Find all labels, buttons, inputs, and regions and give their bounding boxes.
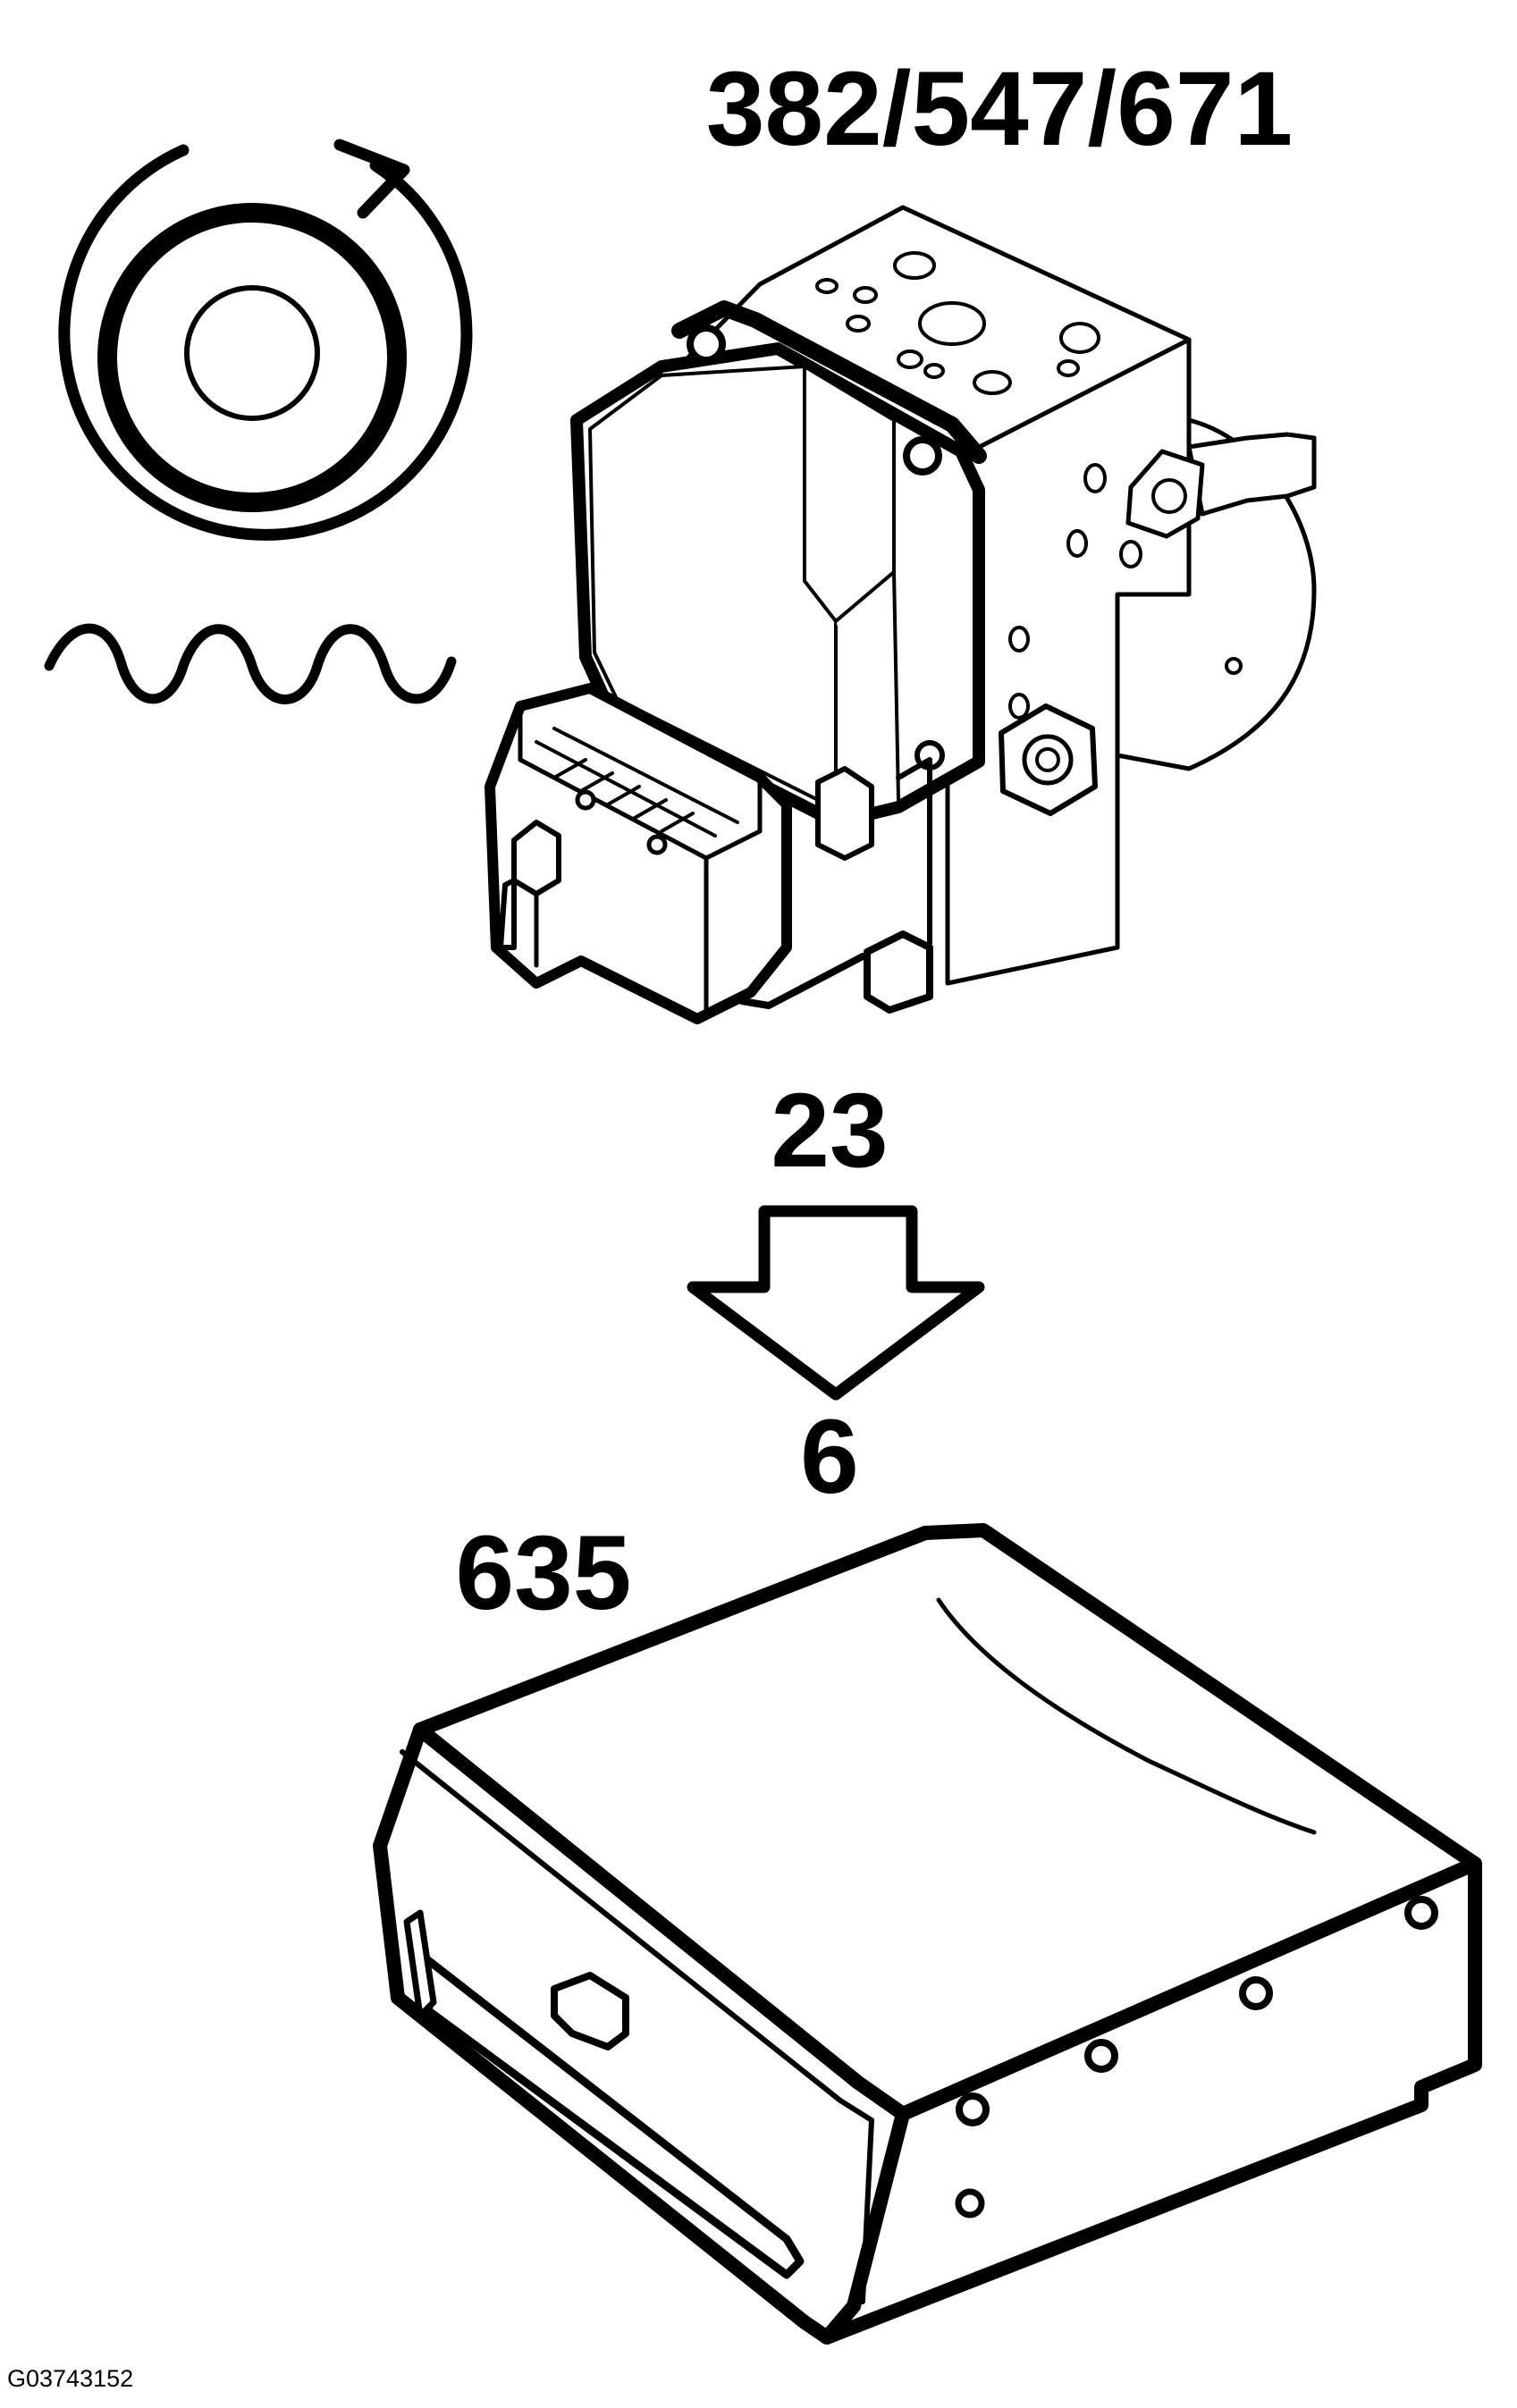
arrow-top-number: 23 — [771, 1072, 888, 1190]
down-arrow-icon — [687, 1205, 985, 1401]
module-number-label: 635 — [456, 1514, 632, 1632]
rotation-icon — [58, 139, 473, 541]
figure-code-label: G03743152 — [7, 2365, 133, 2392]
abs-hydraulic-unit-drawing — [485, 205, 1317, 1024]
control-module-drawing — [373, 1523, 1482, 2345]
vibration-wave-icon — [44, 623, 457, 704]
arrow-bottom-number: 6 — [800, 1398, 859, 1516]
part-numbers-label: 382/547/671 — [706, 50, 1293, 168]
